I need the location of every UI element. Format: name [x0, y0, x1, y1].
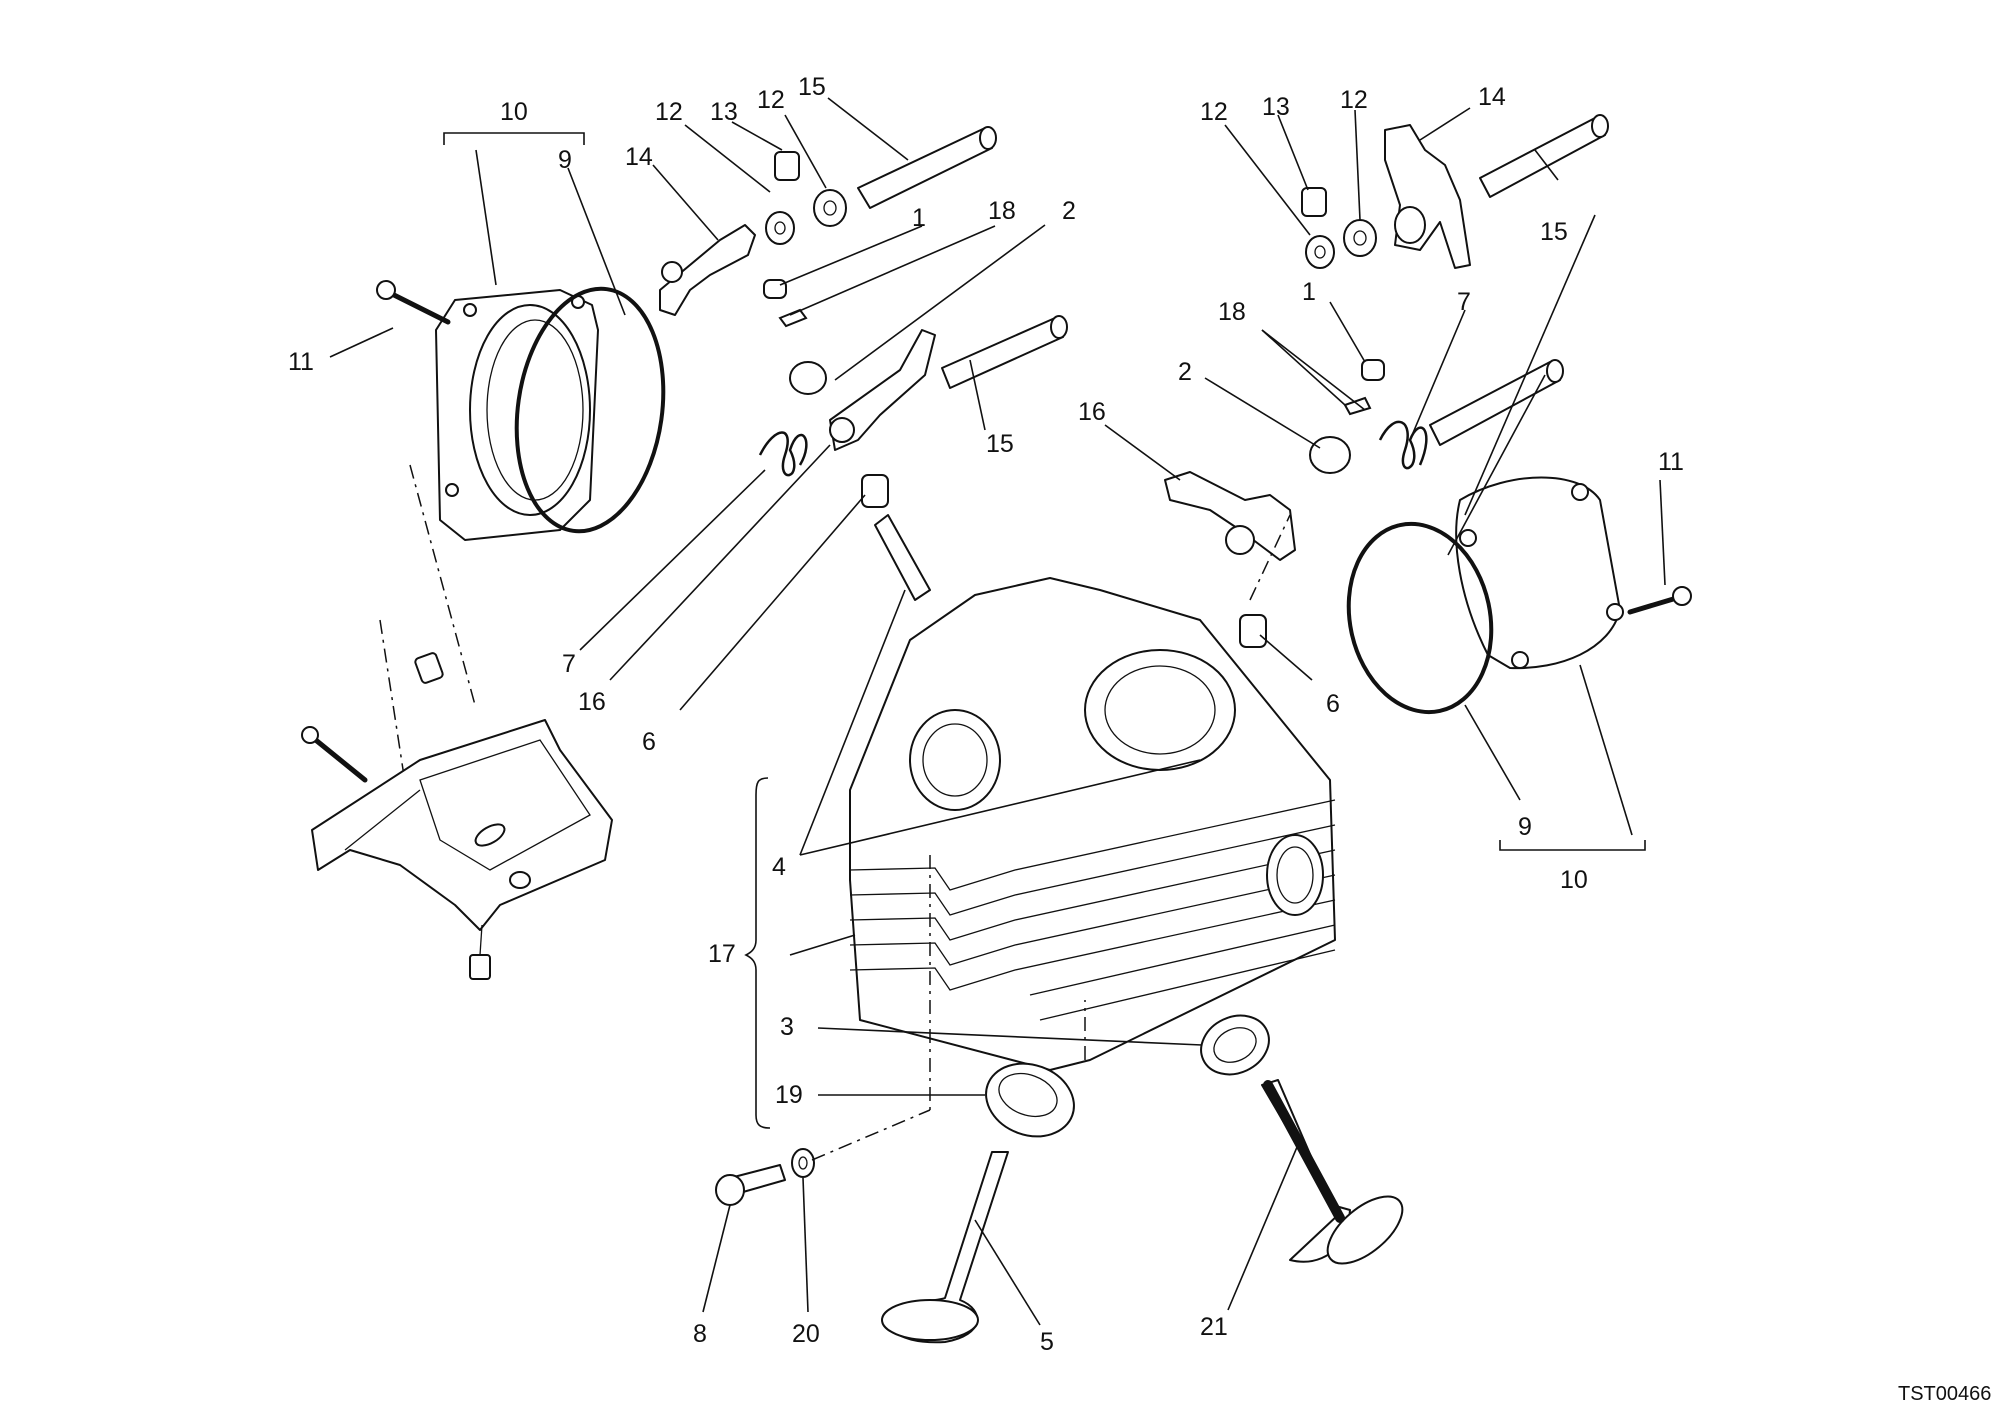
- right-rocker-shaft-upper: [1479, 114, 1609, 198]
- washer-20: [791, 1148, 815, 1178]
- callout-15-b: 15: [986, 430, 1014, 458]
- left-clip-13: [774, 151, 800, 181]
- left-clip-18: [778, 308, 808, 328]
- callout-4: 4: [772, 853, 786, 881]
- callout-18-b: 18: [1218, 298, 1246, 326]
- callout-14-a: 14: [625, 143, 653, 171]
- left-cover-screw: [376, 280, 451, 325]
- right-spring-7: [1378, 420, 1428, 470]
- callout-13-a: 13: [710, 98, 738, 126]
- callout-13-b: 13: [1262, 93, 1290, 121]
- right-washer-12c: [1305, 235, 1335, 269]
- bracket-spacer: [414, 652, 444, 684]
- bracket-17: [744, 777, 771, 1129]
- callout-3: 3: [780, 1013, 794, 1041]
- callout-2-a: 2: [1062, 197, 1076, 225]
- callout-10-right: 10: [1560, 866, 1588, 894]
- callout-1-a: 1: [912, 204, 926, 232]
- bracket-10-left: [443, 132, 585, 145]
- right-o-ring: [1346, 521, 1494, 715]
- callout-2-b: 2: [1178, 358, 1192, 386]
- right-washer-12d: [1343, 219, 1377, 257]
- callout-18-a: 18: [988, 197, 1016, 225]
- callout-20: 20: [792, 1320, 820, 1348]
- left-shim-1: [763, 279, 787, 299]
- exhaust-valve-21: [1261, 1079, 1404, 1265]
- callout-9-right: 9: [1518, 813, 1532, 841]
- right-clip-18: [1343, 396, 1372, 416]
- left-spring-7: [758, 431, 808, 477]
- right-clip-13: [1301, 187, 1327, 217]
- callout-17: 17: [708, 940, 736, 968]
- left-washer-12a: [765, 211, 795, 245]
- leader-lines: [579, 97, 1596, 1326]
- callout-7-b: 7: [1457, 288, 1471, 316]
- callout-10-left: 10: [500, 98, 528, 126]
- left-o-ring: [514, 286, 666, 534]
- callout-8: 8: [693, 1320, 707, 1348]
- callout-6-a: 6: [642, 728, 656, 756]
- left-rocker-arm-upper: [659, 224, 756, 316]
- callout-19: 19: [775, 1081, 803, 1109]
- valve-seal-19: [985, 1062, 1075, 1138]
- bracket-bolt: [301, 726, 368, 783]
- drawing-code: TST00466: [1898, 1383, 1991, 1405]
- callout-12-b: 12: [757, 86, 785, 114]
- callout-12-d: 12: [1340, 86, 1368, 114]
- callout-9-left: 9: [558, 146, 572, 174]
- callout-15-a: 15: [798, 73, 826, 101]
- valve-seal-3: [1200, 1014, 1270, 1076]
- callout-21: 21: [1200, 1313, 1228, 1341]
- callout-6-b: 6: [1326, 690, 1340, 718]
- callout-16-b: 16: [1078, 398, 1106, 426]
- callout-16-a: 16: [578, 688, 606, 716]
- callout-12-c: 12: [1200, 98, 1228, 126]
- callout-11-right: 11: [1658, 448, 1684, 476]
- right-rocker-arm-lower: [1164, 471, 1296, 561]
- callout-7-a: 7: [562, 650, 576, 678]
- right-cap-2: [1309, 436, 1351, 474]
- right-shim-1: [1361, 359, 1385, 381]
- callout-labels: 10 9 11 12 13 12 15 14 1 18 2 15 7 16 6 …: [288, 73, 1991, 1405]
- callout-5: 5: [1040, 1328, 1054, 1356]
- left-rocker-shaft-upper: [857, 126, 997, 209]
- right-rocker-shaft-lower: [1429, 359, 1564, 446]
- callout-1-b: 1: [1302, 278, 1316, 306]
- callout-15-c: 15: [1540, 218, 1568, 246]
- callout-11-left: 11: [288, 348, 314, 376]
- right-rocker-arm-upper: [1384, 124, 1471, 269]
- left-rocker-shaft-lower: [941, 315, 1068, 389]
- bracket-10-right: [1499, 840, 1646, 851]
- right-cover-screw: [1627, 586, 1692, 615]
- bracket-nut: [469, 924, 491, 980]
- cylinder-head: [849, 577, 1336, 1071]
- left-washer-12b: [813, 189, 847, 227]
- callout-14-b: 14: [1478, 83, 1506, 111]
- head-screw-8: [715, 1164, 786, 1206]
- left-rocker-arm-lower: [829, 329, 936, 451]
- callout-12-a: 12: [655, 98, 683, 126]
- left-valve-guide-seal-6: [861, 474, 931, 601]
- left-cap-2: [789, 361, 827, 395]
- exhaust-bracket: [311, 719, 613, 931]
- intake-valve-5: [881, 1151, 1009, 1344]
- right-valve-cover: [1455, 476, 1624, 670]
